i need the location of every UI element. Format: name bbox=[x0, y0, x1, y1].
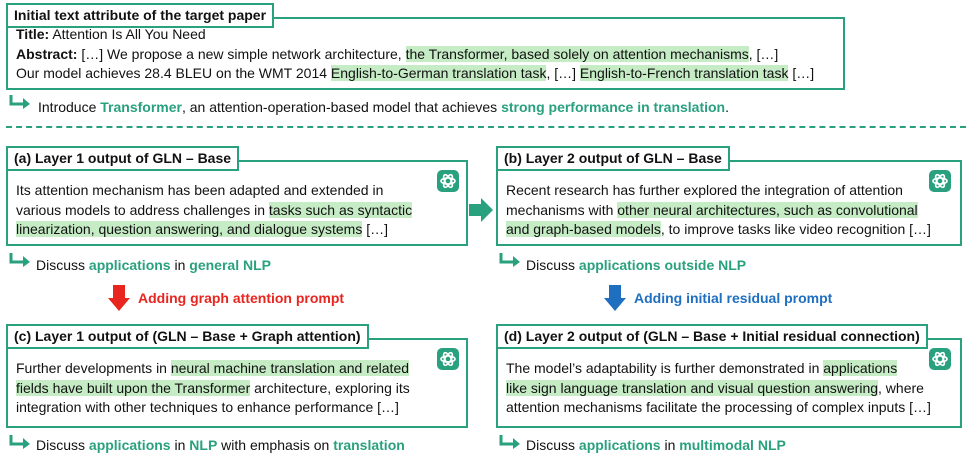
title-label: Title: bbox=[16, 26, 50, 42]
body-text: […] bbox=[362, 221, 388, 237]
abstract-text: […] We propose a new simple network arch… bbox=[77, 45, 406, 62]
summary-keyword: Transformer bbox=[100, 99, 182, 115]
down-arrow-icon bbox=[604, 285, 626, 311]
body-line: Recent research has further explored the… bbox=[506, 182, 903, 198]
highlight: neural machine translation and related bbox=[170, 360, 410, 376]
openai-logo-icon bbox=[929, 170, 951, 192]
summary-keyword: strong performance in translation bbox=[501, 99, 726, 115]
summary-keyword: NLP bbox=[189, 437, 218, 453]
body-text: , to improve tasks like video recognitio… bbox=[660, 221, 931, 237]
panel-c-body: Further developments in neural machine t… bbox=[16, 359, 436, 418]
panel-a-summary: Discuss applications in general NLP bbox=[36, 256, 271, 274]
panel-c-header: (c) Layer 1 output of (GLN – Base + Grap… bbox=[6, 324, 369, 349]
body-line: integration with other techniques to enh… bbox=[16, 399, 399, 415]
highlight: and graph-based models bbox=[506, 221, 661, 237]
summary-text: , an attention-operation-based model tha… bbox=[181, 99, 502, 115]
body-text: architecture, exploring its bbox=[250, 379, 410, 396]
summary-text: with emphasis on bbox=[217, 437, 334, 453]
section-divider bbox=[6, 126, 966, 128]
summary-keyword: applications bbox=[88, 257, 171, 273]
body-text: The model’s adaptability is further demo… bbox=[506, 360, 824, 376]
summary-text: in bbox=[170, 257, 190, 273]
summary-keyword: applications bbox=[578, 437, 661, 453]
abstract-text: , […] bbox=[748, 45, 779, 62]
panel-d-header: (d) Layer 2 output of (GLN – Base + Init… bbox=[496, 324, 928, 349]
openai-logo-icon bbox=[929, 348, 951, 370]
summary-text: Discuss bbox=[36, 257, 89, 273]
highlight: linearization, question answering, and d… bbox=[16, 221, 363, 237]
initial-residual-prompt: Adding initial residual prompt bbox=[634, 290, 833, 306]
abstract-text: , […] bbox=[546, 65, 580, 81]
summary-keyword: applications bbox=[88, 437, 171, 453]
panel-d-summary: Discuss applications in multimodal NLP bbox=[526, 436, 786, 454]
panel-b-header: (b) Layer 2 output of GLN – Base bbox=[496, 146, 730, 171]
highlight: like sign language translation and visua… bbox=[506, 379, 879, 396]
openai-logo-icon bbox=[437, 348, 459, 370]
highlight: other neural architectures, such as conv… bbox=[617, 201, 918, 218]
summary-keyword: applications outside NLP bbox=[578, 257, 747, 273]
panel-b-summary: Discuss applications outside NLP bbox=[526, 256, 746, 274]
panel-c-summary: Discuss applications in NLP with emphasi… bbox=[36, 436, 405, 454]
summary-keyword: multimodal NLP bbox=[679, 437, 786, 453]
abstract-text: […] bbox=[788, 65, 815, 81]
summary-text: Introduce bbox=[38, 99, 101, 115]
right-arrow-icon bbox=[469, 198, 493, 222]
corner-arrow-icon bbox=[9, 435, 30, 449]
abstract-text: Our model achieves 28.4 BLEU on the WMT … bbox=[16, 65, 331, 81]
top-summary: Introduce Transformer, an attention-oper… bbox=[38, 98, 729, 116]
highlight: fields have built upon the Transformer bbox=[16, 379, 251, 396]
summary-text: in bbox=[660, 437, 680, 453]
corner-arrow-icon bbox=[9, 95, 30, 109]
panel-a-header: (a) Layer 1 output of GLN – Base bbox=[6, 146, 240, 171]
highlight: tasks such as syntactic bbox=[268, 201, 413, 218]
body-line: attention mechanisms facilitate the proc… bbox=[506, 399, 931, 415]
body-text: , where bbox=[878, 379, 924, 396]
body-text: mechanisms with bbox=[506, 201, 618, 218]
body-line: Its attention mechanism has been adapted… bbox=[16, 182, 384, 198]
top-panel-header: Initial text attribute of the target pap… bbox=[6, 3, 275, 28]
highlight: English-to-French translation task bbox=[579, 65, 789, 81]
panel-b-body: Recent research has further explored the… bbox=[506, 181, 956, 240]
body-text: various models to address challenges in bbox=[16, 201, 269, 218]
top-panel-body: Title: Attention Is All You Need Abstrac… bbox=[16, 25, 836, 84]
corner-arrow-icon bbox=[9, 253, 30, 267]
highlight: applications bbox=[823, 360, 898, 376]
graph-attention-prompt: Adding graph attention prompt bbox=[138, 290, 345, 306]
panel-a-body: Its attention mechanism has been adapted… bbox=[16, 181, 436, 240]
summary-text: Discuss bbox=[526, 257, 579, 273]
summary-text: . bbox=[725, 99, 730, 115]
highlight: the Transformer, based solely on attenti… bbox=[405, 45, 749, 62]
summary-text: Discuss bbox=[526, 437, 579, 453]
summary-text: Discuss bbox=[36, 437, 89, 453]
openai-logo-icon bbox=[437, 170, 459, 192]
summary-keyword: translation bbox=[333, 437, 405, 453]
corner-arrow-icon bbox=[499, 253, 520, 267]
body-text: Further developments in bbox=[16, 360, 171, 376]
highlight: English-to-German translation task bbox=[330, 65, 547, 81]
panel-d-body: The model’s adaptability is further demo… bbox=[506, 359, 956, 418]
title-value: Attention Is All You Need bbox=[49, 26, 206, 42]
down-arrow-icon bbox=[108, 285, 130, 311]
corner-arrow-icon bbox=[499, 435, 520, 449]
summary-text: in bbox=[170, 437, 190, 453]
summary-keyword: general NLP bbox=[189, 257, 271, 273]
abstract-label: Abstract: bbox=[16, 45, 78, 62]
